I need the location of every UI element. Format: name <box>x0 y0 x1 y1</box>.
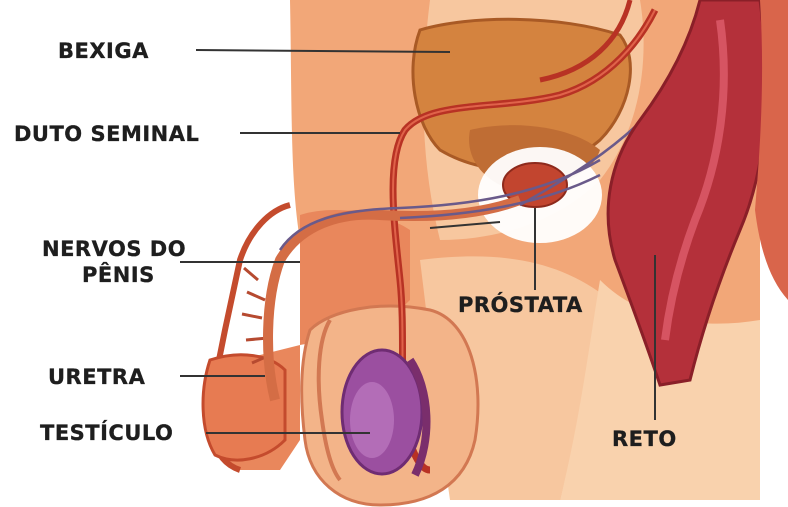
label-penile-nerves: NERVOS DO PÊNIS <box>42 236 186 288</box>
label-rectum: RETO <box>612 426 677 452</box>
label-seminal-duct: DUTO SEMINAL <box>14 121 199 147</box>
label-bladder: BEXIGA <box>58 38 149 64</box>
label-prostate: PRÓSTATA <box>458 292 583 318</box>
testicle-highlight <box>350 382 394 458</box>
label-urethra: URETRA <box>48 364 145 390</box>
label-testicle: TESTÍCULO <box>40 420 173 446</box>
label-penile-nerves-line2: PÊNIS <box>42 262 186 288</box>
label-penile-nerves-line1: NERVOS DO <box>42 236 186 262</box>
